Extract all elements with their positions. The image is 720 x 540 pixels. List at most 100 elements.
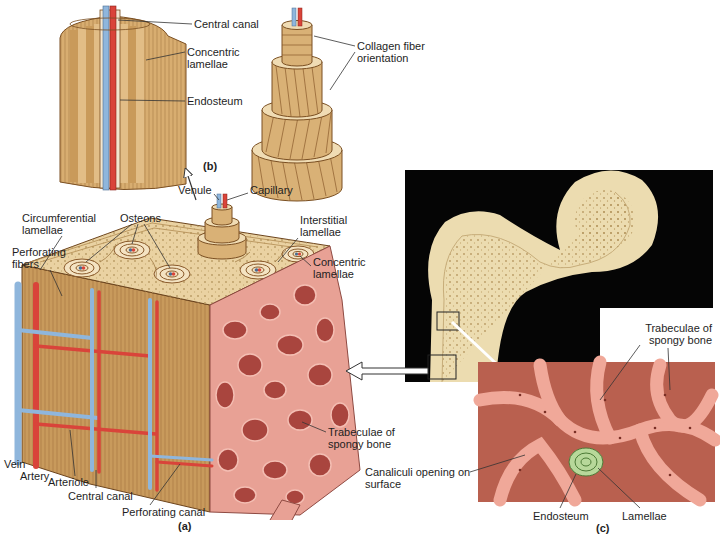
part-label: Collagen fiber orientation bbox=[357, 40, 447, 64]
trabeculae-closeup-part-part bbox=[500, 445, 575, 500]
lifted-osteon-part bbox=[223, 194, 227, 208]
osteon-cross-sections-part bbox=[154, 265, 190, 283]
lamellae-telescope-part-part bbox=[303, 68, 309, 116]
part-label: Trabeculae of spongy bone bbox=[328, 426, 418, 450]
lamellae-telescope-part-part bbox=[285, 67, 291, 116]
part-label: Trabeculae of spongy bone bbox=[612, 322, 712, 346]
osteon-cross-sections-part-part bbox=[126, 247, 138, 253]
blood-vessels-part bbox=[18, 410, 98, 418]
blood-vessels-part bbox=[15, 285, 22, 462]
spongy-bone-part bbox=[216, 285, 349, 504]
compact-bone-block-part bbox=[30, 223, 318, 262]
part-label: Concentric lamellae bbox=[313, 256, 377, 280]
blood-vessels-part bbox=[90, 290, 94, 470]
osteon-cross-sections-part-part bbox=[166, 271, 178, 277]
leader-lines-part bbox=[120, 100, 185, 101]
spongy-bone-part-part bbox=[294, 285, 316, 305]
lamellae-telescope-part bbox=[282, 35, 312, 55]
part-label: Venule bbox=[178, 184, 228, 196]
trabecula-fragment bbox=[270, 500, 300, 520]
osteon-block-part bbox=[86, 26, 94, 183]
lamellae-telescope-part-part bbox=[294, 68, 300, 117]
osteon-cross-sections-part-part bbox=[76, 265, 88, 271]
osteon-cross-sections-part-part bbox=[252, 267, 264, 273]
leader-lines-part bbox=[86, 224, 132, 262]
lifted-osteon-part bbox=[212, 204, 232, 210]
osteon-block-part bbox=[94, 24, 100, 183]
osteon-cross-sections-part-part bbox=[258, 268, 262, 272]
lamellae-telescope-part-part bbox=[282, 55, 312, 56]
trabeculae-closeup bbox=[478, 362, 715, 502]
osteon-cross-sections-part-part bbox=[172, 272, 176, 276]
osteon-cross-sections-part-part bbox=[64, 259, 100, 277]
osteon-block-part bbox=[103, 6, 109, 190]
leader-lines-part bbox=[214, 194, 219, 200]
part-label: Interstitial lamellae bbox=[300, 214, 366, 238]
trabeculae-closeup-part-part bbox=[540, 365, 560, 420]
leader-lines-part bbox=[302, 422, 326, 432]
osteon-cross-sections-part-part bbox=[82, 266, 86, 270]
lamellae-telescope-part-part bbox=[306, 160, 314, 199]
part-label: Concentric lamellae bbox=[187, 46, 249, 70]
spongy-bone bbox=[210, 246, 360, 520]
blood-vessels-part bbox=[18, 330, 92, 338]
trabeculae-closeup-part-part bbox=[544, 411, 547, 414]
osteon-cross-sections-part-part bbox=[154, 265, 190, 283]
trabeculae-closeup-part bbox=[519, 394, 692, 477]
interstitial-lamellae-part bbox=[275, 250, 286, 262]
lifted-osteon bbox=[198, 194, 246, 259]
spongy-bone-part-part bbox=[308, 364, 332, 386]
lamellae-telescope-part-part bbox=[266, 114, 274, 152]
part-label: Perforating fibers bbox=[12, 246, 74, 270]
compact-bone-block-part-part bbox=[40, 228, 306, 262]
interstitial-lamellae bbox=[100, 244, 286, 278]
panel-letter: (b) bbox=[203, 160, 233, 172]
femur-photo-part bbox=[346, 362, 428, 380]
spongy-bone-part-part bbox=[277, 335, 303, 355]
spongy-bone-part-part bbox=[216, 382, 234, 408]
leader-lines-part bbox=[278, 238, 298, 262]
leader-lines-part bbox=[96, 470, 97, 488]
trabeculae-closeup-part-part bbox=[597, 362, 610, 438]
panel-letter: (a) bbox=[178, 520, 208, 532]
lamellae-telescope-part-part bbox=[282, 45, 312, 46]
spongy-bone-part-part bbox=[260, 304, 280, 320]
lamellae-telescope-part bbox=[298, 8, 302, 26]
osteon-block-part bbox=[70, 18, 150, 30]
blood-vessels-part bbox=[33, 285, 39, 466]
trabeculae-closeup-part-part bbox=[519, 469, 522, 472]
leader-lines-part bbox=[70, 430, 75, 476]
spongy-bone-part-part bbox=[223, 321, 247, 339]
lamellae-telescope-part-part bbox=[278, 116, 286, 157]
lamellae-telescope-part-part bbox=[326, 113, 331, 153]
osteon-cross-sections-part-part bbox=[70, 262, 94, 274]
osteon-block-part bbox=[136, 28, 144, 183]
leader-lines-part bbox=[50, 270, 62, 296]
trabeculae-closeup-part-part bbox=[640, 430, 700, 500]
lamellae-telescope-part-part bbox=[318, 158, 326, 196]
spongy-bone-part-part bbox=[263, 461, 287, 479]
osteon-cross-sections-part bbox=[64, 259, 100, 277]
osteon-cross-sections-part-part bbox=[132, 248, 136, 252]
osteon-cross-sections-part-part bbox=[295, 252, 298, 255]
femur-photo-part bbox=[575, 190, 635, 250]
osteon-cross-sections-part-part bbox=[288, 249, 308, 259]
leader-lines-part bbox=[560, 474, 576, 508]
lamellae-telescope-part bbox=[282, 21, 312, 30]
spongy-bone-part-part bbox=[218, 449, 238, 471]
osteon-block-part bbox=[128, 26, 136, 183]
leader-lines-part bbox=[227, 193, 248, 200]
leader-lines-part bbox=[668, 348, 670, 390]
lamellae-telescope-part-part bbox=[312, 67, 318, 114]
part-label: Arteriole bbox=[48, 476, 108, 488]
compact-bone-block-part bbox=[22, 265, 210, 512]
lamellae-telescope-part-part bbox=[302, 117, 310, 159]
lamellae-telescope-part bbox=[276, 66, 318, 117]
trabeculae-closeup-part-part bbox=[654, 427, 657, 430]
femur-photo-part bbox=[428, 170, 658, 382]
leader-lines bbox=[40, 20, 670, 508]
osteon-block-part bbox=[78, 28, 86, 183]
osteon-block-part bbox=[60, 16, 186, 190]
